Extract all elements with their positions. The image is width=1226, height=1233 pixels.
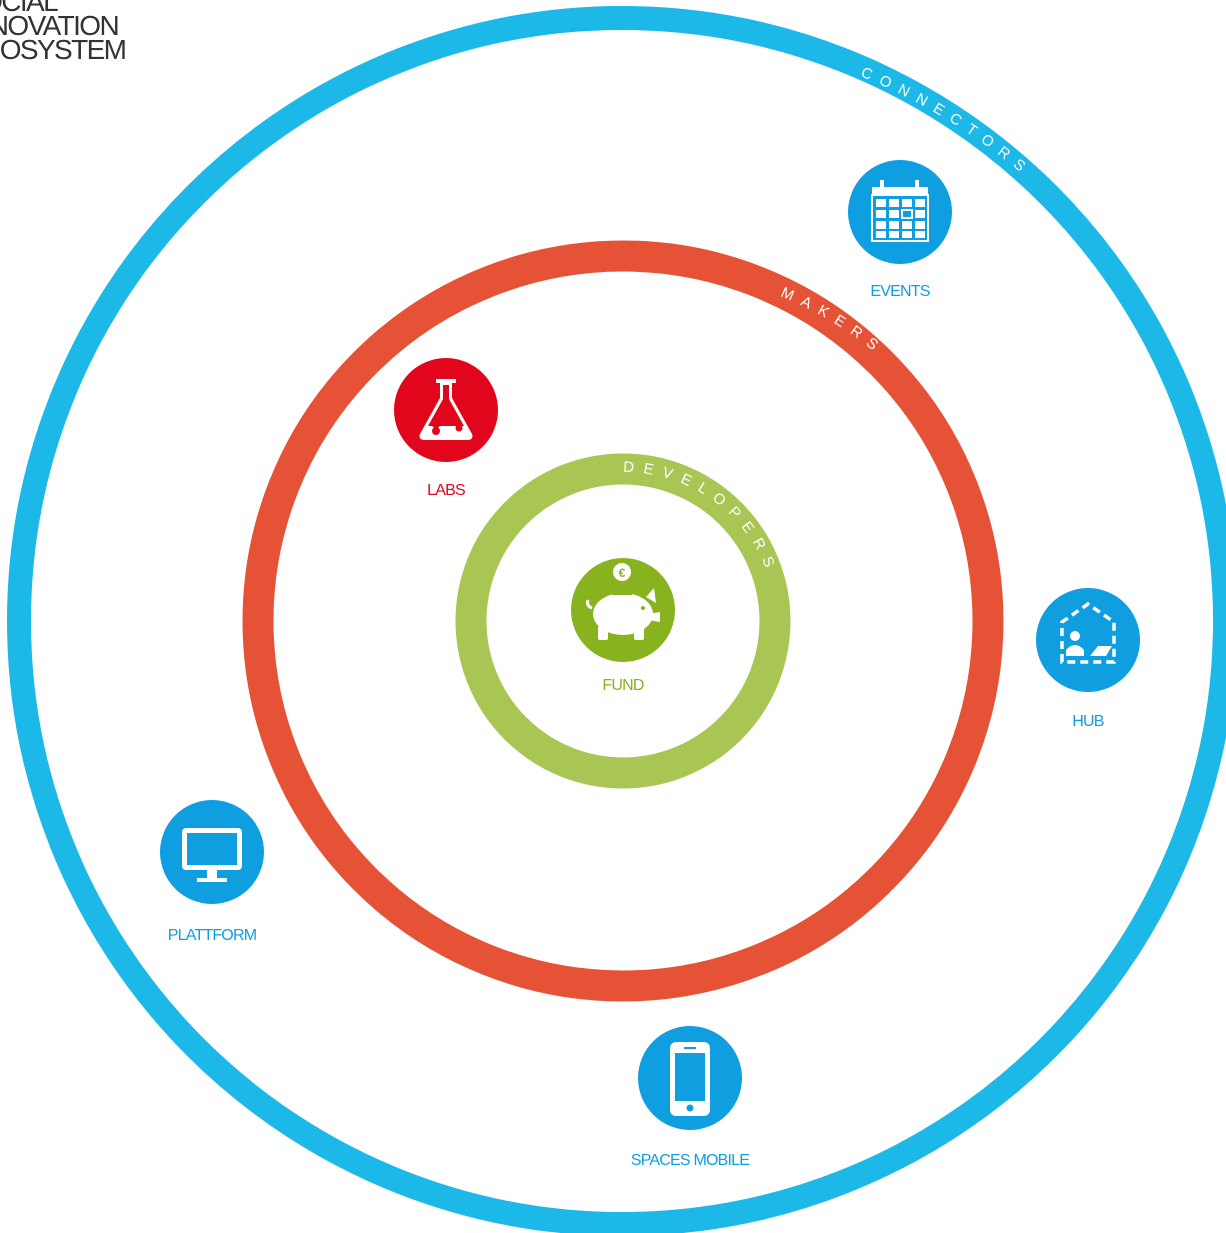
svg-text:€: € — [619, 566, 626, 580]
labs-label: LABS — [427, 482, 465, 499]
fund-node[interactable]: € FUND — [571, 558, 675, 694]
labs-node[interactable]: LABS — [394, 358, 498, 499]
plattform-node[interactable]: PLATTFORM — [160, 800, 264, 944]
hub-label: HUB — [1072, 713, 1104, 730]
fund-label: FUND — [602, 677, 643, 694]
euro-coin-icon: € — [613, 563, 631, 581]
makers-ring — [242, 240, 1004, 1002]
events-icon-circle — [848, 160, 952, 264]
spaces-mobile-label: SPACES MOBILE — [631, 1152, 749, 1169]
monitor-icon — [182, 828, 242, 882]
events-node[interactable]: EVENTS — [848, 160, 952, 300]
smartphone-icon — [670, 1042, 710, 1116]
developers-ring — [455, 453, 791, 789]
piggy-bank-icon — [586, 588, 660, 640]
title-line-1: SOCIAL — [0, 0, 59, 17]
spaces-mobile-node[interactable]: SPACES MOBILE — [631, 1026, 750, 1169]
events-label: EVENTS — [870, 283, 929, 300]
ecosystem-title: SOCIAL INNOVATION ECOSYSTEM — [0, 0, 127, 65]
calendar-icon — [871, 180, 929, 242]
plattform-label: PLATTFORM — [168, 927, 257, 944]
flask-icon — [419, 379, 473, 440]
coworking-space-icon — [1060, 601, 1116, 664]
connectors-ring — [7, 6, 1226, 1233]
hub-icon-circle — [1036, 588, 1140, 692]
title-line-3: ECOSYSTEM — [0, 34, 127, 65]
title-line-2: INNOVATION — [0, 10, 120, 41]
hub-node[interactable]: HUB — [1036, 588, 1140, 730]
